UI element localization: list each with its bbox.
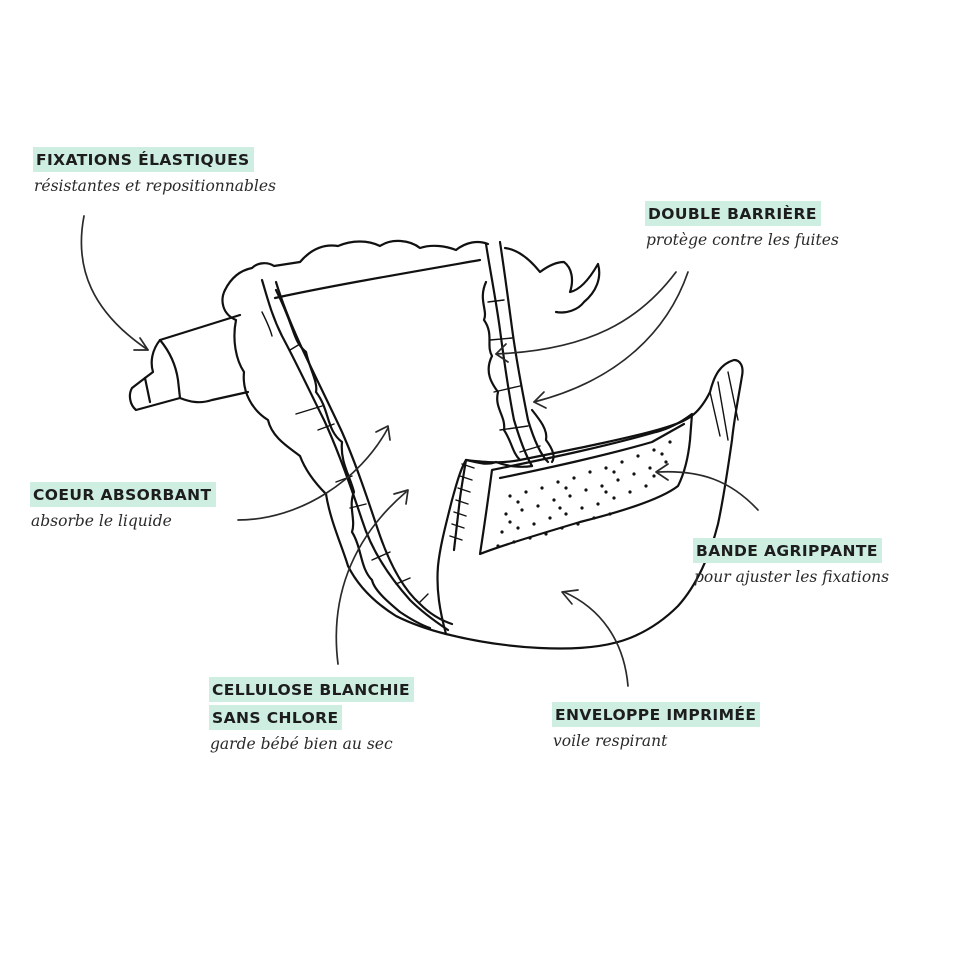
arrow-bande <box>655 463 759 511</box>
enveloppe-subtitle: voile respirant <box>553 732 668 750</box>
cellulose-title-line1: CELLULOSE BLANCHIE <box>209 677 414 702</box>
arrow-cellulose <box>335 489 409 665</box>
enveloppe-title: ENVELOPPE IMPRIMÉE <box>552 702 761 727</box>
bande-subtitle: pour ajuster les fixations <box>694 568 890 586</box>
arrow-coeur <box>237 425 391 521</box>
left-fastener-tab <box>128 313 250 412</box>
label-enveloppe: ENVELOPPE IMPRIMÉE voile respirant <box>552 702 761 750</box>
coeur-subtitle: absorbe le liquide <box>31 512 172 530</box>
label-cellulose: CELLULOSE BLANCHIE SANS CHLORE garde béb… <box>209 677 414 753</box>
fixations-subtitle: résistantes et repositionnables <box>34 177 276 195</box>
label-bande: BANDE AGRIPPANTE pour ajuster les fixati… <box>693 538 889 586</box>
arrow-barriere <box>495 271 689 409</box>
label-barriere: DOUBLE BARRIÈRE protège contre les fuite… <box>645 201 839 249</box>
back-waistband <box>221 239 601 496</box>
barriere-title: DOUBLE BARRIÈRE <box>645 201 821 226</box>
label-fixations: FIXATIONS ÉLASTIQUES résistantes et repo… <box>33 147 276 195</box>
left-barrier <box>260 278 454 632</box>
arrow-fixations <box>80 215 149 351</box>
cellulose-title-line2: SANS CHLORE <box>209 705 343 730</box>
arrow-enveloppe <box>561 589 629 687</box>
right-barrier <box>481 240 555 468</box>
coeur-title: COEUR ABSORBANT <box>30 482 216 507</box>
barriere-subtitle: protège contre les fuites <box>646 231 839 249</box>
bande-title: BANDE AGRIPPANTE <box>693 538 882 563</box>
hook-strip-dots <box>496 440 672 548</box>
front-panel <box>436 358 744 650</box>
cellulose-subtitle: garde bébé bien au sec <box>210 735 393 753</box>
fixations-title: FIXATIONS ÉLASTIQUES <box>33 147 254 172</box>
label-coeur: COEUR ABSORBANT absorbe le liquide <box>30 482 216 530</box>
